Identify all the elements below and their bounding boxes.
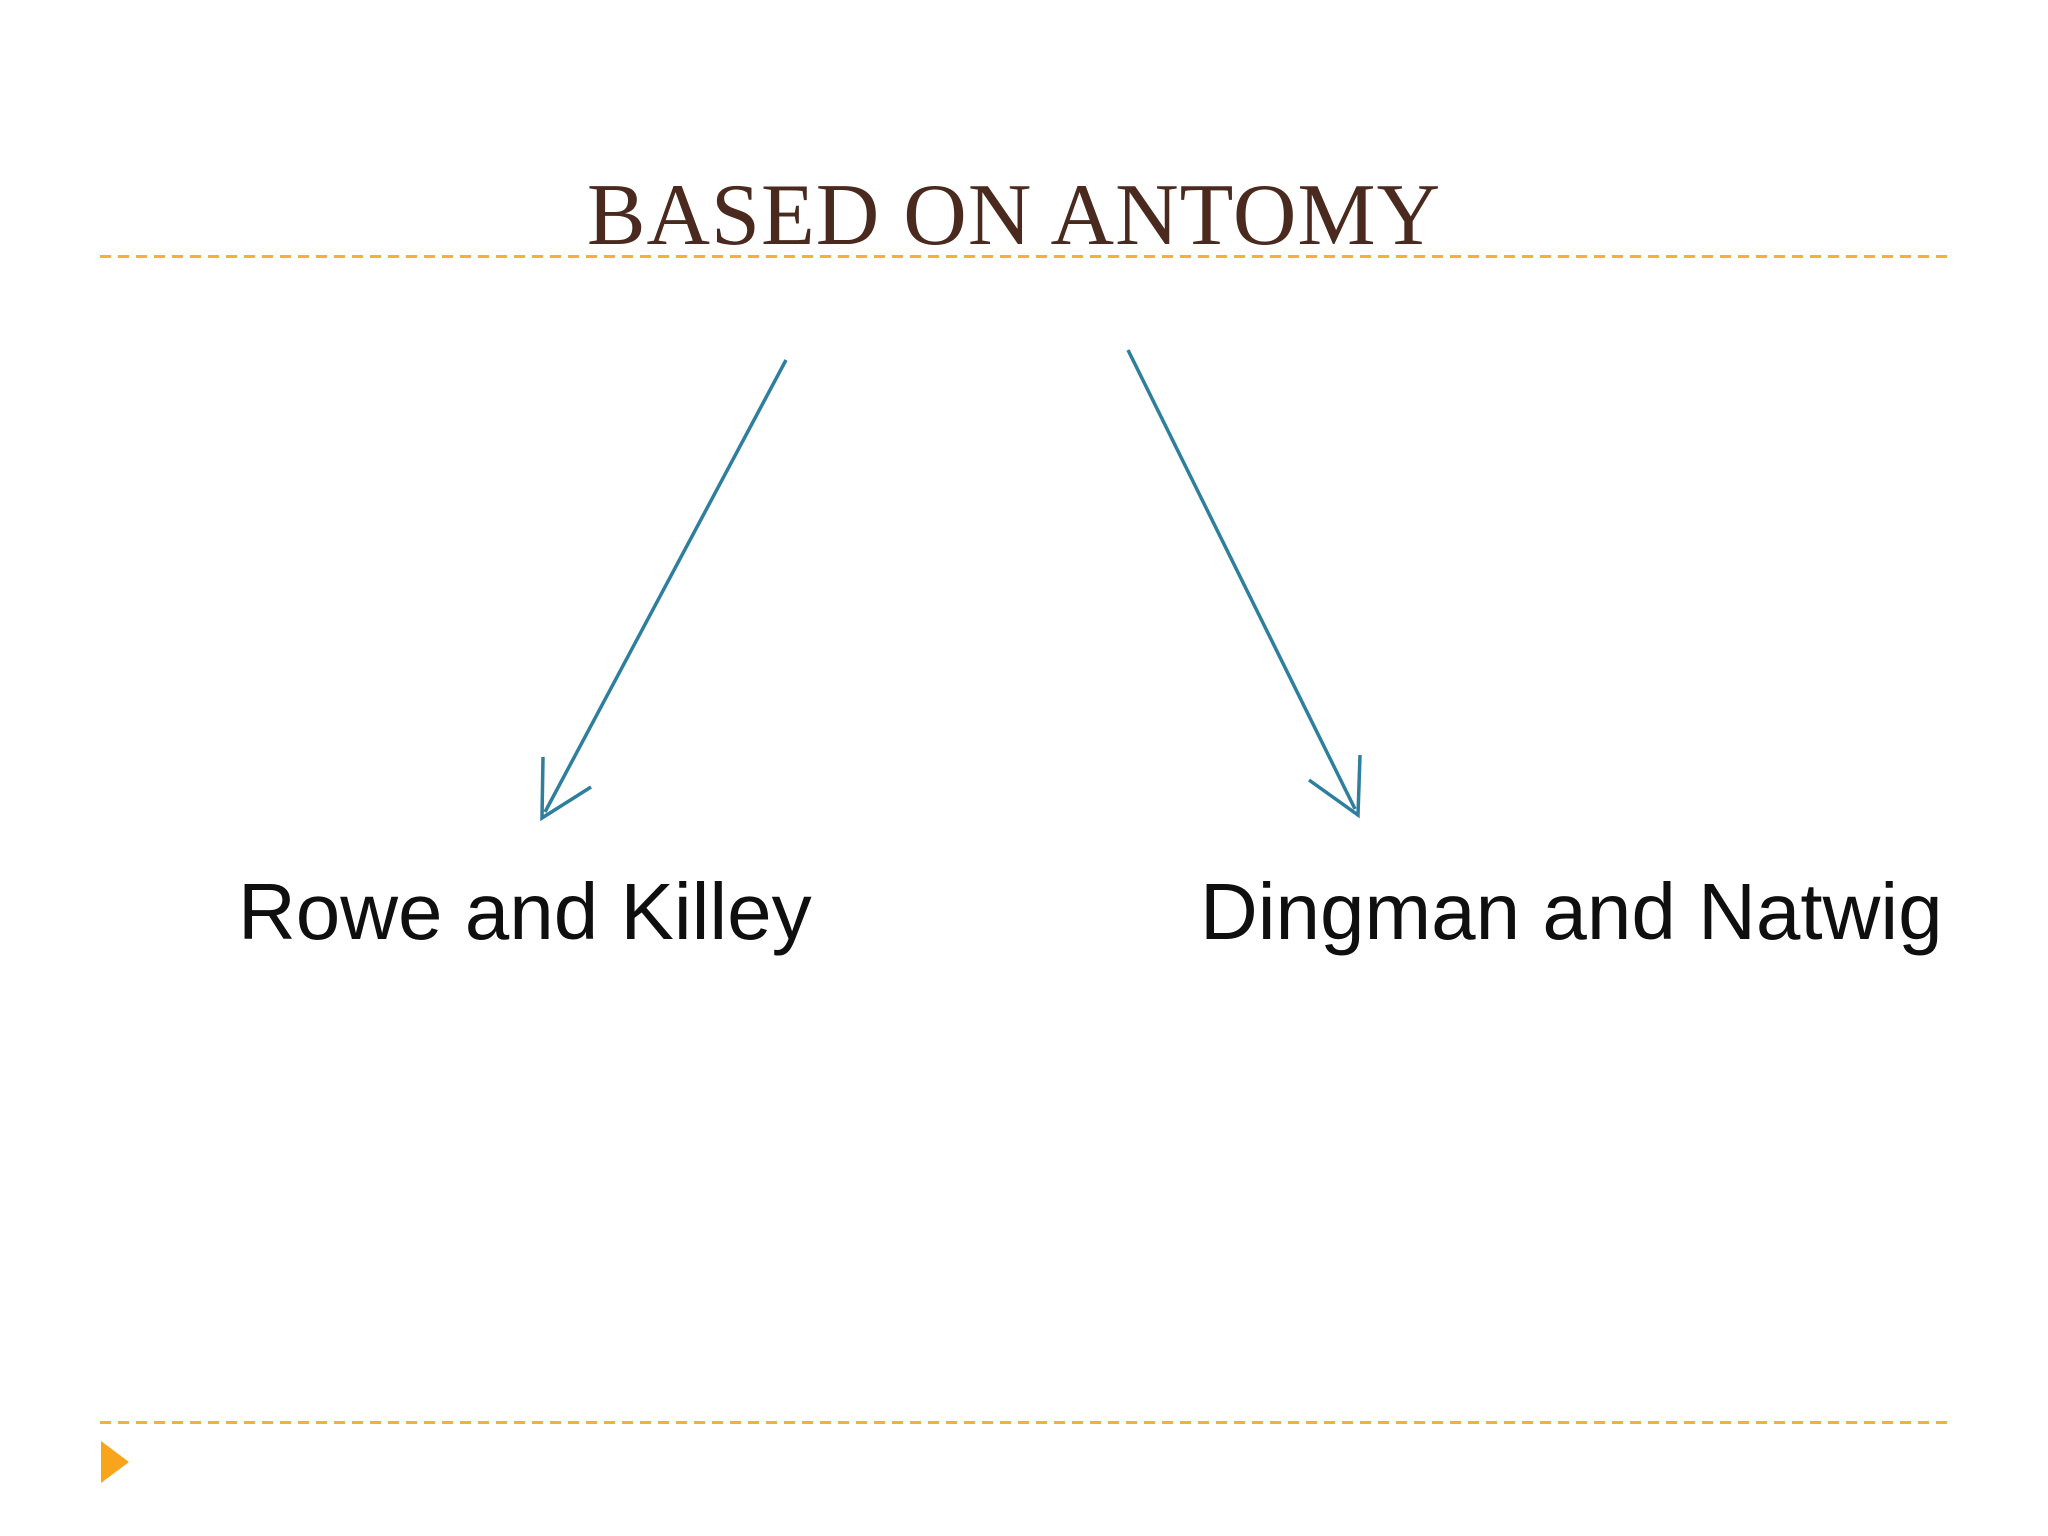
footer-divider-dashed-line [100,1421,1948,1424]
right-pointing-triangle-icon [101,1441,129,1483]
slide-title: BASED ON ANTOMY [586,167,1442,264]
title-divider-dashed-line [100,255,1948,258]
left-branch-arrow [540,359,788,822]
right-branch-label: Dingman and Natwig [1200,867,1943,956]
right-branch-arrow [1126,349,1362,819]
left-branch-label: Rowe and Killey [238,867,812,956]
